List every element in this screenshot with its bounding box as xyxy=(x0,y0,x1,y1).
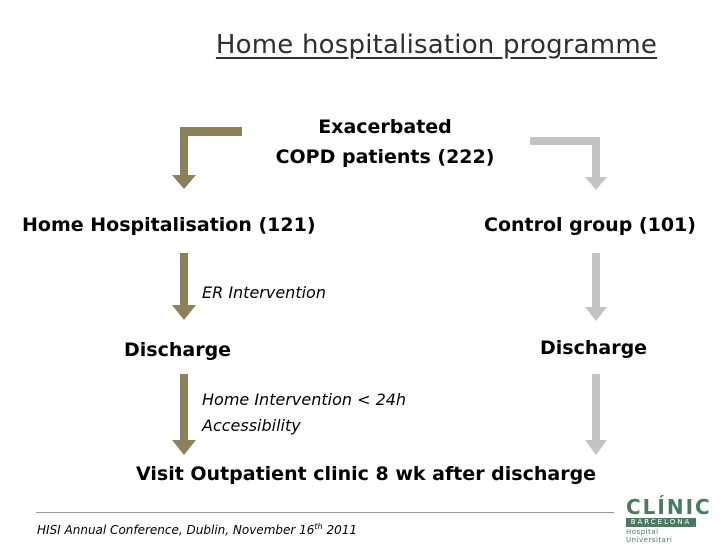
home-intervention-line1: Home Intervention < 24h xyxy=(202,390,407,409)
footer-prefix: HISI Annual Conference, Dublin, November… xyxy=(37,523,315,537)
right-arrow-1 xyxy=(585,253,607,321)
outcome-node: Visit Outpatient clinic 8 wk after disch… xyxy=(136,463,597,485)
home-intervention-label: Home Intervention < 24h Accessibility xyxy=(202,387,406,439)
root-node-line2: COPD patients (222) xyxy=(275,146,495,168)
left-branch-arrow xyxy=(172,127,242,189)
footer-suffix: 2011 xyxy=(322,523,357,537)
left-arrow-home xyxy=(172,374,196,455)
clinic-logo: CLÍNIC BARCELONA Hospital Universitari xyxy=(626,495,712,544)
root-node: Exacerbated COPD patients (222) xyxy=(260,112,510,172)
footer-superscript: th xyxy=(314,522,323,531)
right-discharge-node: Discharge xyxy=(540,337,648,359)
logo-name: CLÍNIC xyxy=(626,495,712,519)
root-node-line1: Exacerbated xyxy=(318,116,452,138)
left-arrow-er xyxy=(172,253,196,320)
left-discharge-node: Discharge xyxy=(124,339,232,361)
er-intervention-label: ER Intervention xyxy=(202,283,326,302)
right-arrow-2 xyxy=(585,374,607,455)
logo-city: BARCELONA xyxy=(626,518,696,527)
right-group-node: Control group (101) xyxy=(484,214,696,236)
right-branch-arrow xyxy=(530,137,607,190)
footer-text: HISI Annual Conference, Dublin, November… xyxy=(37,522,357,537)
logo-subtitle: Hospital Universitari xyxy=(626,528,673,544)
home-intervention-line2: Accessibility xyxy=(202,416,301,435)
footer-divider xyxy=(36,512,614,513)
left-group-node: Home Hospitalisation (121) xyxy=(22,214,316,236)
page-title: Home hospitalisation programme xyxy=(215,30,658,60)
